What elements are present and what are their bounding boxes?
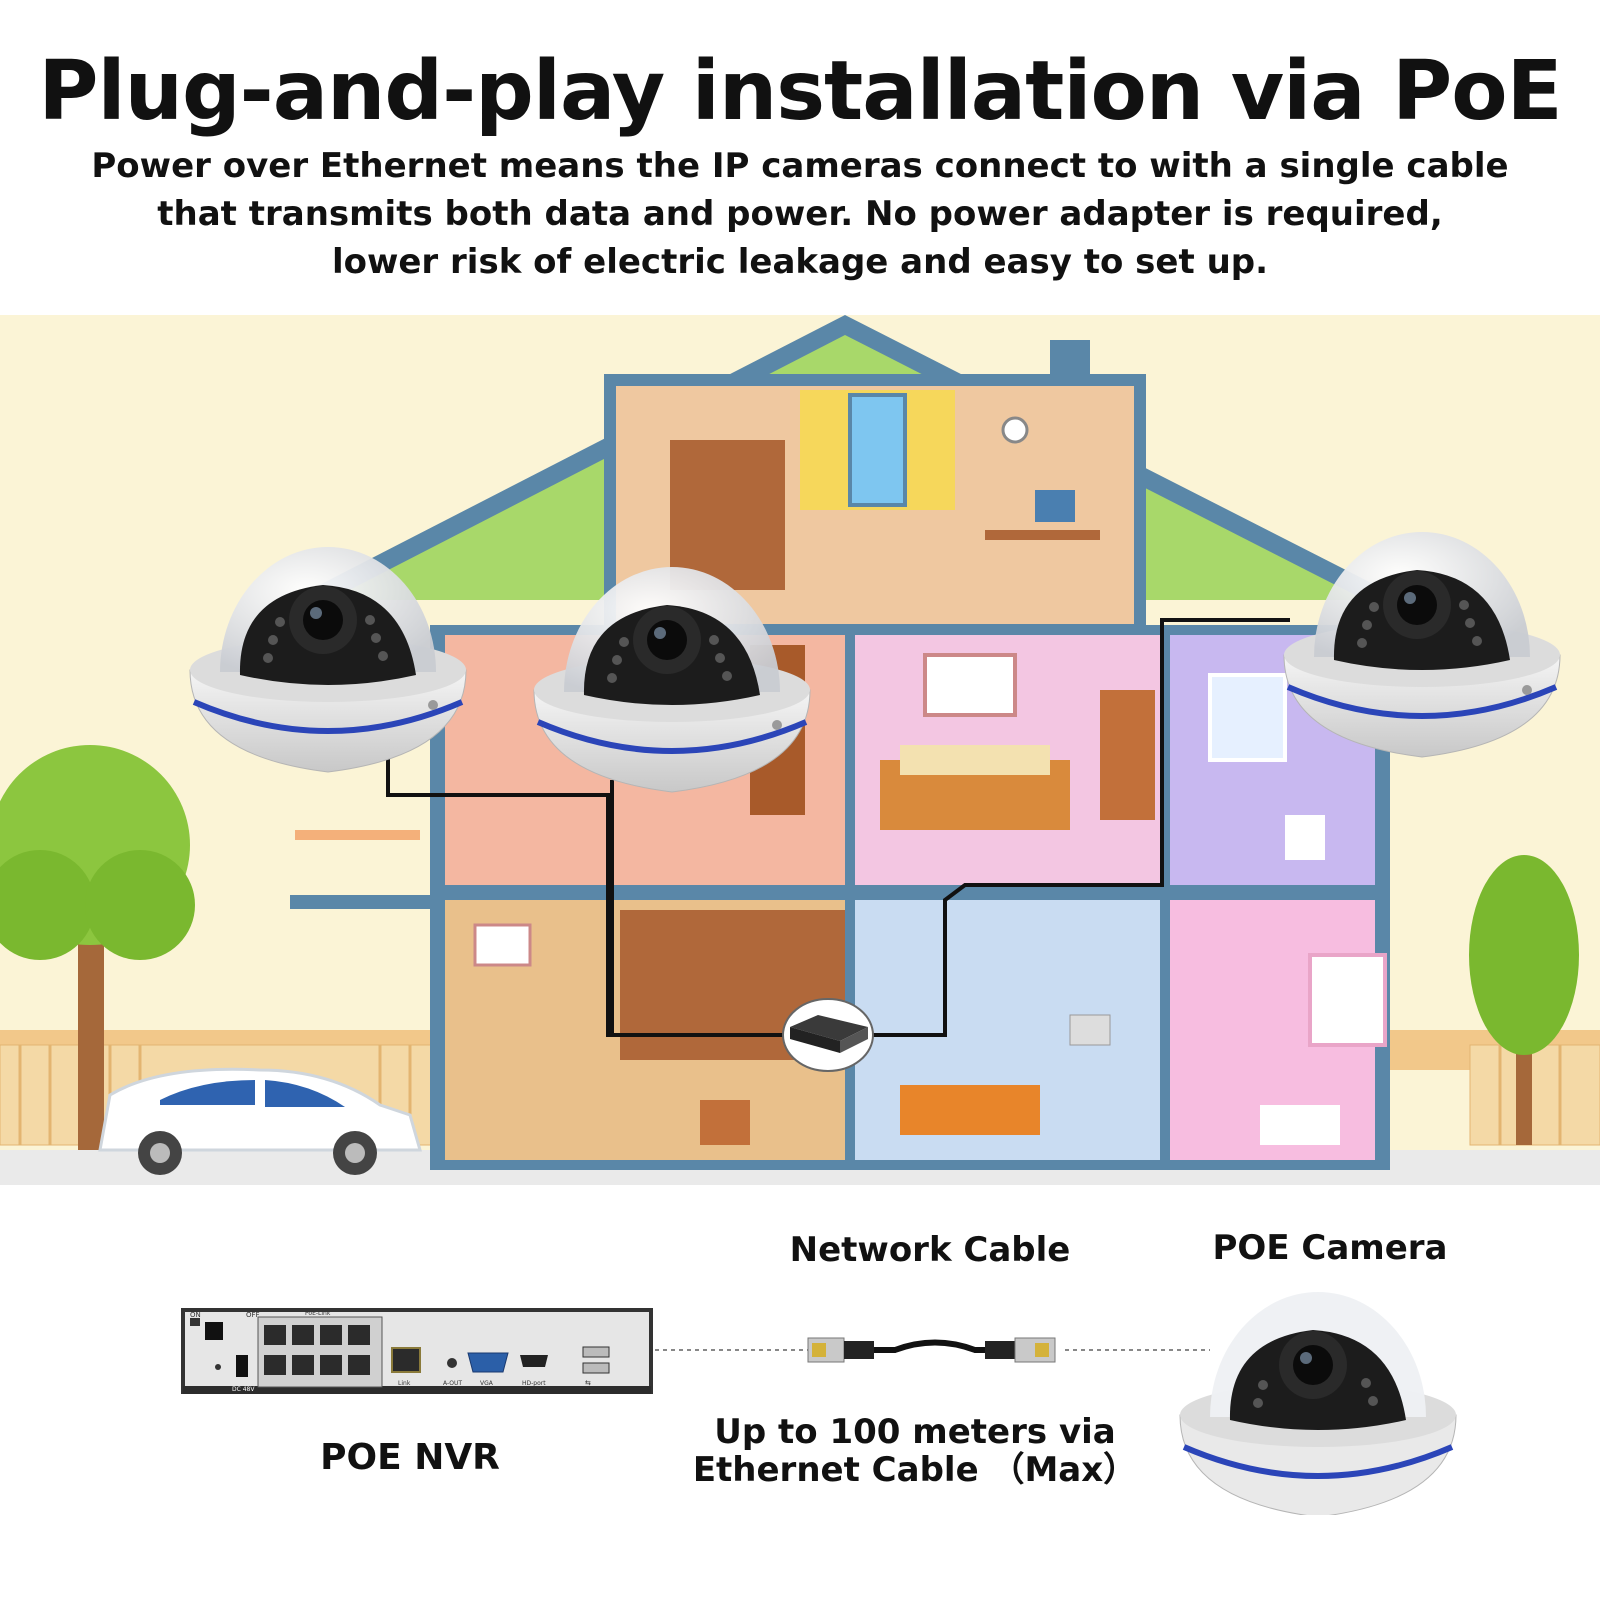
poe-camera-label: POE Camera <box>1212 1228 1448 1268</box>
svg-text:DC 48V: DC 48V <box>232 1386 255 1393</box>
ethernet-cable-icon <box>807 1337 1056 1363</box>
svg-text:VGA: VGA <box>480 1380 494 1387</box>
distance-line-1: Up to 100 meters via <box>714 1412 1116 1452</box>
svg-text:⇆: ⇆ <box>585 1379 591 1387</box>
subtitle-line-3: lower risk of electric leakage and easy … <box>331 242 1269 282</box>
svg-text:HD-port: HD-port <box>522 1380 546 1387</box>
poe-camera-icon <box>1179 1292 1457 1515</box>
poe-nvr-label: POE NVR <box>320 1437 500 1478</box>
svg-text:Link: Link <box>398 1380 411 1387</box>
headline: Plug-and-play installation via PoE <box>38 44 1562 139</box>
distance-note: Up to 100 meters via Ethernet Cable （Max… <box>690 1413 1140 1489</box>
svg-text:A-OUT: A-OUT <box>443 1380 462 1387</box>
svg-text:PoE-Link: PoE-Link <box>305 1310 331 1317</box>
nvr-device-icon: ON OFF DC 48V PoE-Link Link A-OUT VGA HD… <box>181 1308 653 1394</box>
subtitle-line-1: Power over Ethernet means the IP cameras… <box>91 146 1509 186</box>
svg-text:OFF: OFF <box>246 1311 260 1319</box>
distance-line-2: Ethernet Cable （Max） <box>692 1450 1138 1490</box>
subtitle-line-2: that transmits both data and power. No p… <box>157 194 1443 234</box>
network-cable-path <box>386 618 1290 1037</box>
connection-diagram: ON OFF DC 48V PoE-Link Link A-OUT VGA HD… <box>181 1292 1457 1515</box>
svg-text:ON: ON <box>190 1311 201 1319</box>
house-scene <box>0 315 1600 1185</box>
network-cable-label: Network Cable <box>789 1230 1071 1270</box>
